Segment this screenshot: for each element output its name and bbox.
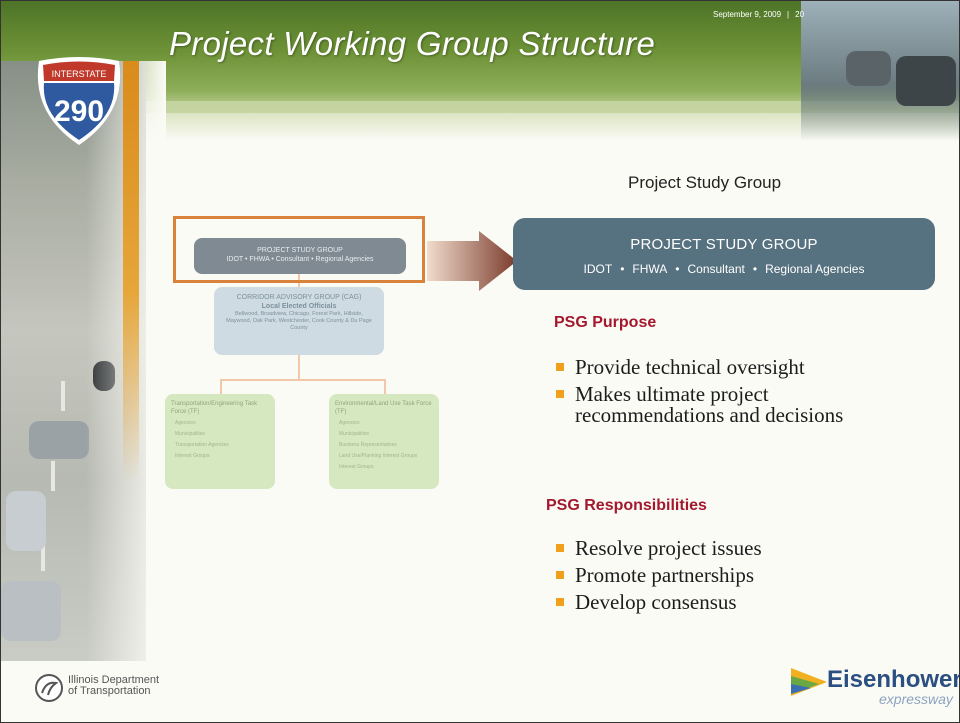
el-task-force-title: Environmental/Land Use Task Force (TF) — [335, 401, 432, 415]
shield-number: 290 — [54, 95, 104, 128]
cag-chart-box: CORRIDOR ADVISORY GROUP (CAG) Local Elec… — [214, 287, 384, 355]
el-task-force-item: Business Representatives — [339, 442, 397, 448]
member-consultant: Consultant — [687, 262, 745, 276]
org-chart: PROJECT STUDY GROUP IDOT • FHWA • Consul… — [159, 214, 449, 514]
connector — [220, 379, 384, 381]
page-number: 20 — [795, 10, 805, 19]
car — [896, 56, 956, 106]
lane-marking — [41, 541, 45, 571]
orange-band — [123, 61, 139, 481]
el-task-force-item: Agencies — [339, 420, 360, 426]
bullet-icon — [556, 390, 564, 398]
responsibility-item-text: Develop consensus — [575, 590, 737, 614]
interstate-shield-icon: INTERSTATE 290 — [37, 57, 121, 145]
member-fhwa: FHWA — [632, 262, 668, 276]
member-separator: • — [620, 262, 625, 276]
connector — [384, 379, 386, 394]
car — [846, 51, 891, 86]
idot-line2: of Transportation — [68, 685, 151, 697]
idot-line1: Illinois Department — [68, 674, 160, 686]
panel-heading: Project Study Group — [628, 173, 782, 192]
cag-members: Bellwood, Broadview, Chicago, Forest Par… — [226, 311, 372, 331]
member-separator: • — [675, 262, 680, 276]
purpose-list: Provide technical oversight Makes ultima… — [556, 357, 886, 432]
el-task-force-item: Land Use/Planning Interest Groups — [339, 453, 418, 459]
bullet-icon — [556, 544, 564, 552]
psg-box-members: IDOT • FHWA • Consultant • Regional Agencies — [513, 262, 935, 276]
brand-name: Eisenhower — [827, 666, 960, 693]
cag-title: CORRIDOR ADVISORY GROUP (CAG) — [236, 294, 362, 301]
bullet-icon — [556, 571, 564, 579]
te-task-force-item: Transportation Agencies — [175, 442, 229, 448]
responsibility-item: Develop consensus — [556, 592, 886, 613]
el-task-force-item: Municipalities — [339, 431, 370, 437]
purpose-label: PSG Purpose — [554, 314, 657, 331]
eisenhower-logo-icon — [791, 668, 827, 696]
traffic-photo — [801, 1, 959, 141]
slide-title: Project Working Group Structure — [169, 25, 656, 62]
car — [6, 491, 46, 551]
brand-sub: expressway — [879, 691, 953, 707]
member-idot: IDOT — [583, 262, 613, 276]
member-separator: • — [752, 262, 758, 276]
connector — [220, 379, 222, 394]
psg-chart-box: PROJECT STUDY GROUP IDOT • FHWA • Consul… — [194, 238, 406, 274]
purpose-item-text: Makes ultimate project recommendations a… — [575, 382, 844, 427]
purpose-item: Provide technical oversight — [556, 357, 886, 378]
slide-date: September 9, 2009 — [713, 10, 782, 19]
member-regional-agencies: Regional Agencies — [765, 262, 865, 276]
purpose-item-text: Provide technical oversight — [575, 355, 805, 379]
lane-marking — [61, 381, 65, 411]
car — [1, 581, 61, 641]
responsibilities-list: Resolve project issues Promote partnersh… — [556, 538, 886, 619]
lane-marking — [51, 461, 55, 491]
bullet-icon — [556, 598, 564, 606]
el-task-force-item: Interest Groups — [339, 464, 374, 470]
te-task-force-box: Transportation/Engineering Task Force (T… — [165, 394, 275, 489]
cag-subtitle: Local Elected Officials — [261, 303, 337, 310]
arrow-right-icon — [427, 231, 517, 291]
responsibilities-label: PSG Responsibilities — [546, 497, 707, 514]
psg-chart-title: PROJECT STUDY GROUP — [257, 247, 343, 254]
el-task-force-box: Environmental/Land Use Task Force (TF) A… — [329, 394, 439, 489]
separator: | — [787, 10, 790, 19]
purpose-item: Makes ultimate project recommendations a… — [556, 384, 886, 426]
psg-box-title: PROJECT STUDY GROUP — [630, 236, 818, 253]
te-task-force-item: Agencies — [175, 420, 196, 426]
car — [29, 421, 89, 459]
responsibility-item-text: Resolve project issues — [575, 536, 762, 560]
psg-box: PROJECT STUDY GROUP IDOT • FHWA • Consultant… — [513, 218, 935, 290]
idot-name: Illinois Department of Transportation — [68, 675, 159, 697]
shield-top-text: INTERSTATE — [52, 69, 107, 79]
responsibility-item: Promote partnerships — [556, 565, 886, 586]
te-task-force-item: Interest Groups — [175, 453, 210, 459]
psg-chart-members: IDOT • FHWA • Consultant • Regional Agen… — [226, 256, 374, 263]
highlight-frame — [173, 216, 425, 283]
te-task-force-item: Municipalities — [175, 431, 206, 437]
responsibility-item-text: Promote partnerships — [575, 563, 755, 587]
date-page: September 9, 2009 | 20 — [713, 10, 804, 19]
responsibility-item: Resolve project issues — [556, 538, 886, 559]
connector — [298, 355, 300, 379]
te-task-force-title: Transportation/Engineering Task Force (T… — [171, 401, 258, 415]
idot-logo-icon — [35, 674, 63, 702]
bullet-icon — [556, 363, 564, 371]
